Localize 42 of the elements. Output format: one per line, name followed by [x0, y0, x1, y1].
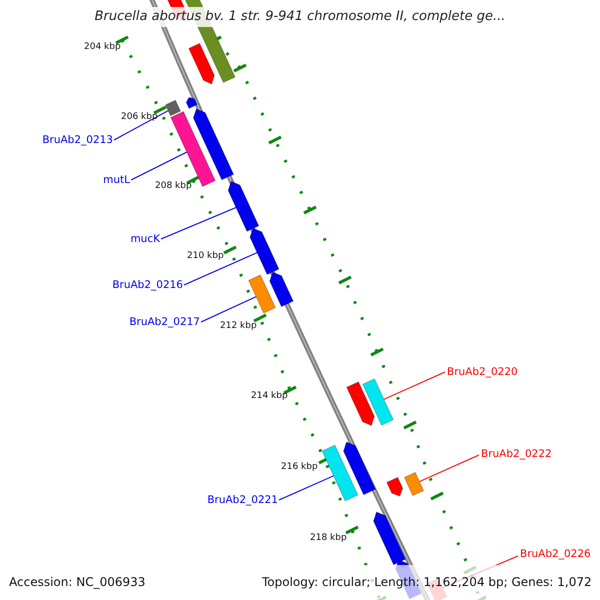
- gene-block: [362, 378, 394, 426]
- gene-label: mucK: [130, 233, 160, 245]
- gene-label: mutL: [103, 174, 130, 186]
- pointed-gene-block: [269, 272, 294, 308]
- tick-label: 210 kbp: [187, 250, 224, 262]
- gene-label: BruAb2_0222: [481, 448, 552, 460]
- pointed-gene-block: [192, 108, 234, 180]
- gene-label: BruAb2_0217: [129, 316, 200, 328]
- tick-label: 216 kbp: [281, 461, 318, 473]
- gene-label: BruAb2_0213: [42, 134, 113, 146]
- pointed-gene-block: [346, 381, 375, 426]
- gene-label: BruAb2_0221: [207, 494, 278, 506]
- pointed-gene-block: [343, 441, 376, 496]
- pointed-gene-block: [186, 97, 198, 109]
- footer-text: Topology: circular; Length: 1,162,204 bp; Genes: 1,072: [262, 575, 592, 589]
- pointed-gene-block: [228, 180, 260, 232]
- pointed-gene-block: [188, 42, 215, 85]
- tick-label: 208 kbp: [155, 180, 192, 192]
- gene-label: BruAb2_0220: [447, 366, 518, 378]
- gene-block: [404, 472, 424, 496]
- tick-label: 218 kbp: [310, 532, 347, 544]
- gene-block: [322, 444, 358, 502]
- tick-label: 204 kbp: [84, 41, 121, 53]
- pointed-gene-block: [373, 511, 406, 566]
- tick-label: 214 kbp: [251, 390, 288, 402]
- gene-block: [248, 274, 276, 314]
- leader-line: [160, 207, 236, 240]
- leader-line: [278, 475, 334, 500]
- tick-label: 206 kbp: [121, 111, 158, 123]
- leader-line: [130, 152, 188, 180]
- gene-block: [164, 100, 182, 116]
- footer-text: Accession: NC_006933: [9, 575, 146, 589]
- leader-line: [184, 252, 258, 286]
- leader-line: [383, 372, 446, 400]
- pointed-gene-block: [386, 476, 404, 497]
- leader-line: [114, 110, 169, 140]
- tick-label: 212 kbp: [220, 320, 257, 332]
- gene-label: BruAb2_0216: [112, 279, 183, 291]
- gene-label: BruAb2_0226: [520, 548, 591, 560]
- leader-line: [200, 296, 257, 322]
- leader-line: [418, 454, 480, 482]
- pointed-gene-block: [250, 228, 280, 276]
